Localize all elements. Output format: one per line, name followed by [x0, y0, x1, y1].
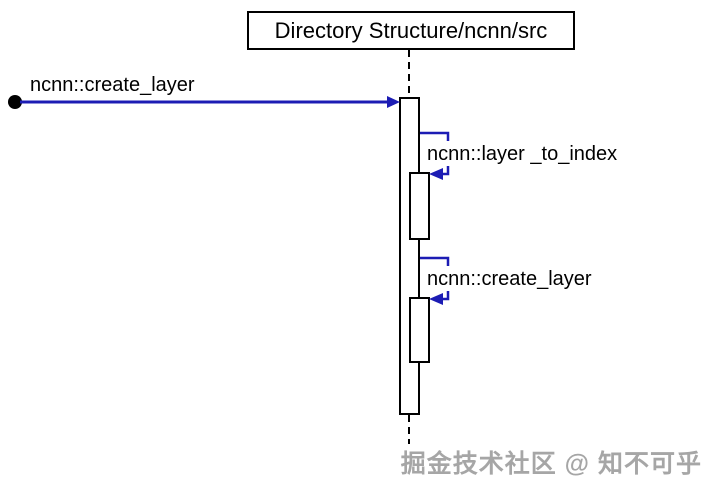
- self-call-label-2: ncnn::create_layer: [427, 268, 592, 290]
- self-call-label-1: ncnn::layer _to_index: [427, 143, 618, 165]
- diagram-title-box: Directory Structure/ncnn/src: [247, 11, 575, 50]
- entry-call-origin-dot: [8, 95, 22, 109]
- activation-bar-layer-to-index: [409, 172, 430, 240]
- diagram-title-label: Directory Structure/ncnn/src: [274, 17, 548, 43]
- activation-bar-create-layer: [409, 297, 430, 363]
- self-call-arrowhead-2: [429, 293, 443, 305]
- self-call-arrowhead-1: [429, 168, 443, 180]
- entry-call-arrow: [8, 95, 400, 109]
- activation-bar-main: [399, 97, 420, 415]
- entry-call-label: ncnn::create_layer: [30, 74, 195, 96]
- watermark-text: 掘金技术社区 @ 知不可乎: [400, 450, 702, 478]
